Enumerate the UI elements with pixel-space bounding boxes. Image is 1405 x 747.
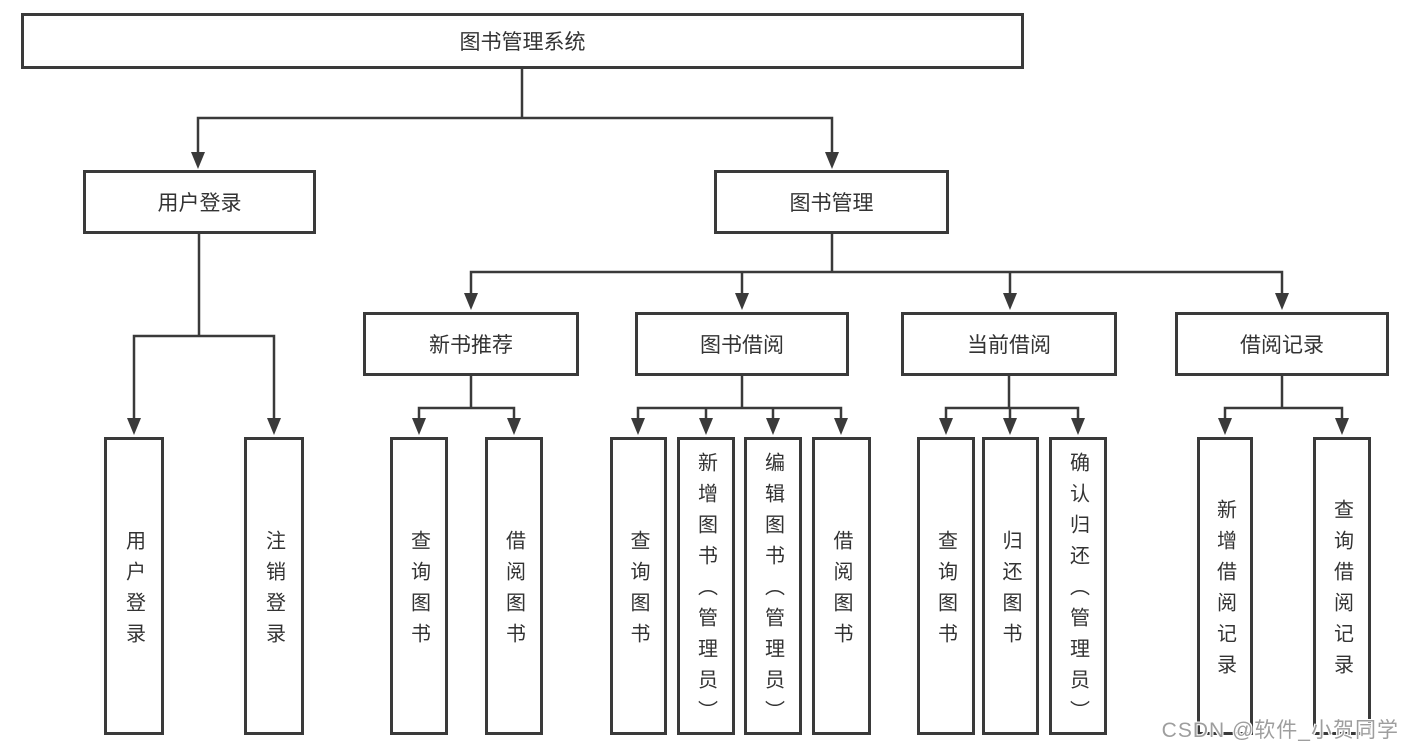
node-new-book-recommend: 新书推荐 [363,312,579,376]
arrow-down-icon [699,418,713,435]
arrow-down-icon [507,418,521,435]
node-book-borrowing: 图书借阅 [635,312,849,376]
arrow-down-icon [1218,418,1232,435]
connector-current-to-leaves [944,376,1080,421]
connector-userlogin-to-leaves [132,234,276,421]
leaf-logout: 注销登录 [244,437,304,735]
node-label: 查询借阅记录 [1330,498,1353,685]
leaf-user-login: 用户登录 [104,437,164,735]
node-label: 确认归还（管理员） [1066,452,1089,731]
leaf-borrowing-borrow-books: 借阅图书 [812,437,871,735]
arrow-down-icon [1003,293,1017,310]
arrow-down-icon [1071,418,1085,435]
arrow-down-icon [631,418,645,435]
node-label: 图书管理系统 [459,31,586,54]
csdn-watermark: CSDN @软件_小贺同学 [1161,719,1399,742]
node-root-system: 图书管理系统 [21,13,1024,69]
node-label: 借阅图书 [502,529,525,654]
node-label: 图书借阅 [700,334,784,357]
leaf-recommend-borrow-books: 借阅图书 [485,437,543,735]
leaf-records-add-record: 新增借阅记录 [1197,437,1253,735]
leaf-current-return-books: 归还图书 [982,437,1039,735]
node-book-management: 图书管理 [714,170,949,234]
arrow-down-icon [939,418,953,435]
node-label: 当前借阅 [967,334,1051,357]
node-user-login: 用户登录 [83,170,316,234]
arrow-down-icon [464,293,478,310]
node-label: 图书管理 [789,192,874,215]
arrow-down-icon [267,418,281,435]
arrow-down-icon [766,418,780,435]
node-label: 注销登录 [262,529,285,654]
arrow-down-icon [1335,418,1349,435]
node-label: 新增图书（管理员） [694,452,717,731]
connector-recommend-to-leaves [417,376,516,421]
leaf-current-query-books: 查询图书 [917,437,975,735]
node-label: 新书推荐 [429,334,513,357]
node-label: 用户登录 [157,192,242,215]
node-current-borrowing: 当前借阅 [901,312,1117,376]
arrow-down-icon [412,418,426,435]
node-label: 用户登录 [122,529,145,654]
node-label: 归还图书 [999,529,1021,654]
node-label: 新增借阅记录 [1213,498,1236,685]
node-label: 查询图书 [934,529,957,654]
arrow-down-icon [127,418,141,435]
arrow-down-icon [834,418,848,435]
leaf-current-confirm-return: 确认归还（管理员） [1049,437,1107,735]
connector-records-to-leaves [1223,376,1344,421]
connector-root-to-level2 [196,68,834,155]
node-label: 查询图书 [627,529,649,654]
arrow-down-icon [191,152,205,169]
node-label: 借阅记录 [1240,334,1324,357]
node-label: 查询图书 [407,529,430,654]
leaf-borrowing-add-books: 新增图书（管理员） [677,437,735,735]
leaf-borrowing-edit-books: 编辑图书（管理员） [744,437,802,735]
node-label: 借阅图书 [830,529,852,654]
node-label: 编辑图书（管理员） [761,452,784,731]
node-borrowing-records: 借阅记录 [1175,312,1389,376]
leaf-recommend-query-books: 查询图书 [390,437,448,735]
arrow-down-icon [735,293,749,310]
connector-bookmgmt-to-level3 [469,234,1284,296]
connector-borrowing-to-leaves [636,376,843,421]
leaf-records-query-record: 查询借阅记录 [1313,437,1371,735]
arrow-down-icon [1003,418,1017,435]
arrow-down-icon [1275,293,1289,310]
arrow-down-icon [825,152,839,169]
leaf-borrowing-query-books: 查询图书 [610,437,667,735]
